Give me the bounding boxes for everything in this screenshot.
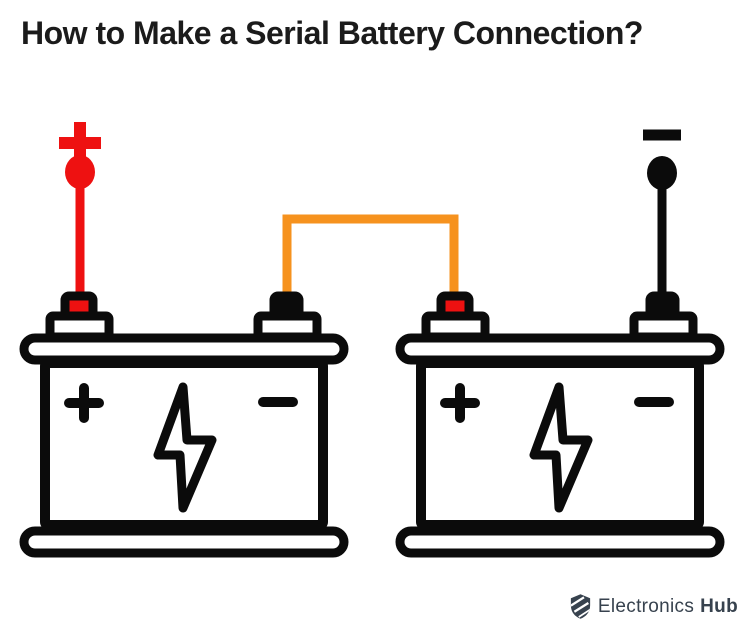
brand-name-regular: Electronics xyxy=(597,596,695,617)
positive-probe-dot xyxy=(65,155,95,189)
shield-stripes xyxy=(570,596,591,618)
series-jumper-wire xyxy=(282,214,459,308)
negative-probe-dot xyxy=(647,156,677,190)
shield-icon xyxy=(570,594,591,619)
battery-1 xyxy=(24,296,344,553)
brand-logo: Electronics Hub xyxy=(570,593,738,620)
positive-lead xyxy=(59,122,101,305)
battery-2 xyxy=(400,296,720,553)
page-title: How to Make a Serial Battery Connection? xyxy=(21,15,643,51)
brand-name-bold: Hub xyxy=(700,596,738,617)
negative-lead xyxy=(643,129,681,305)
